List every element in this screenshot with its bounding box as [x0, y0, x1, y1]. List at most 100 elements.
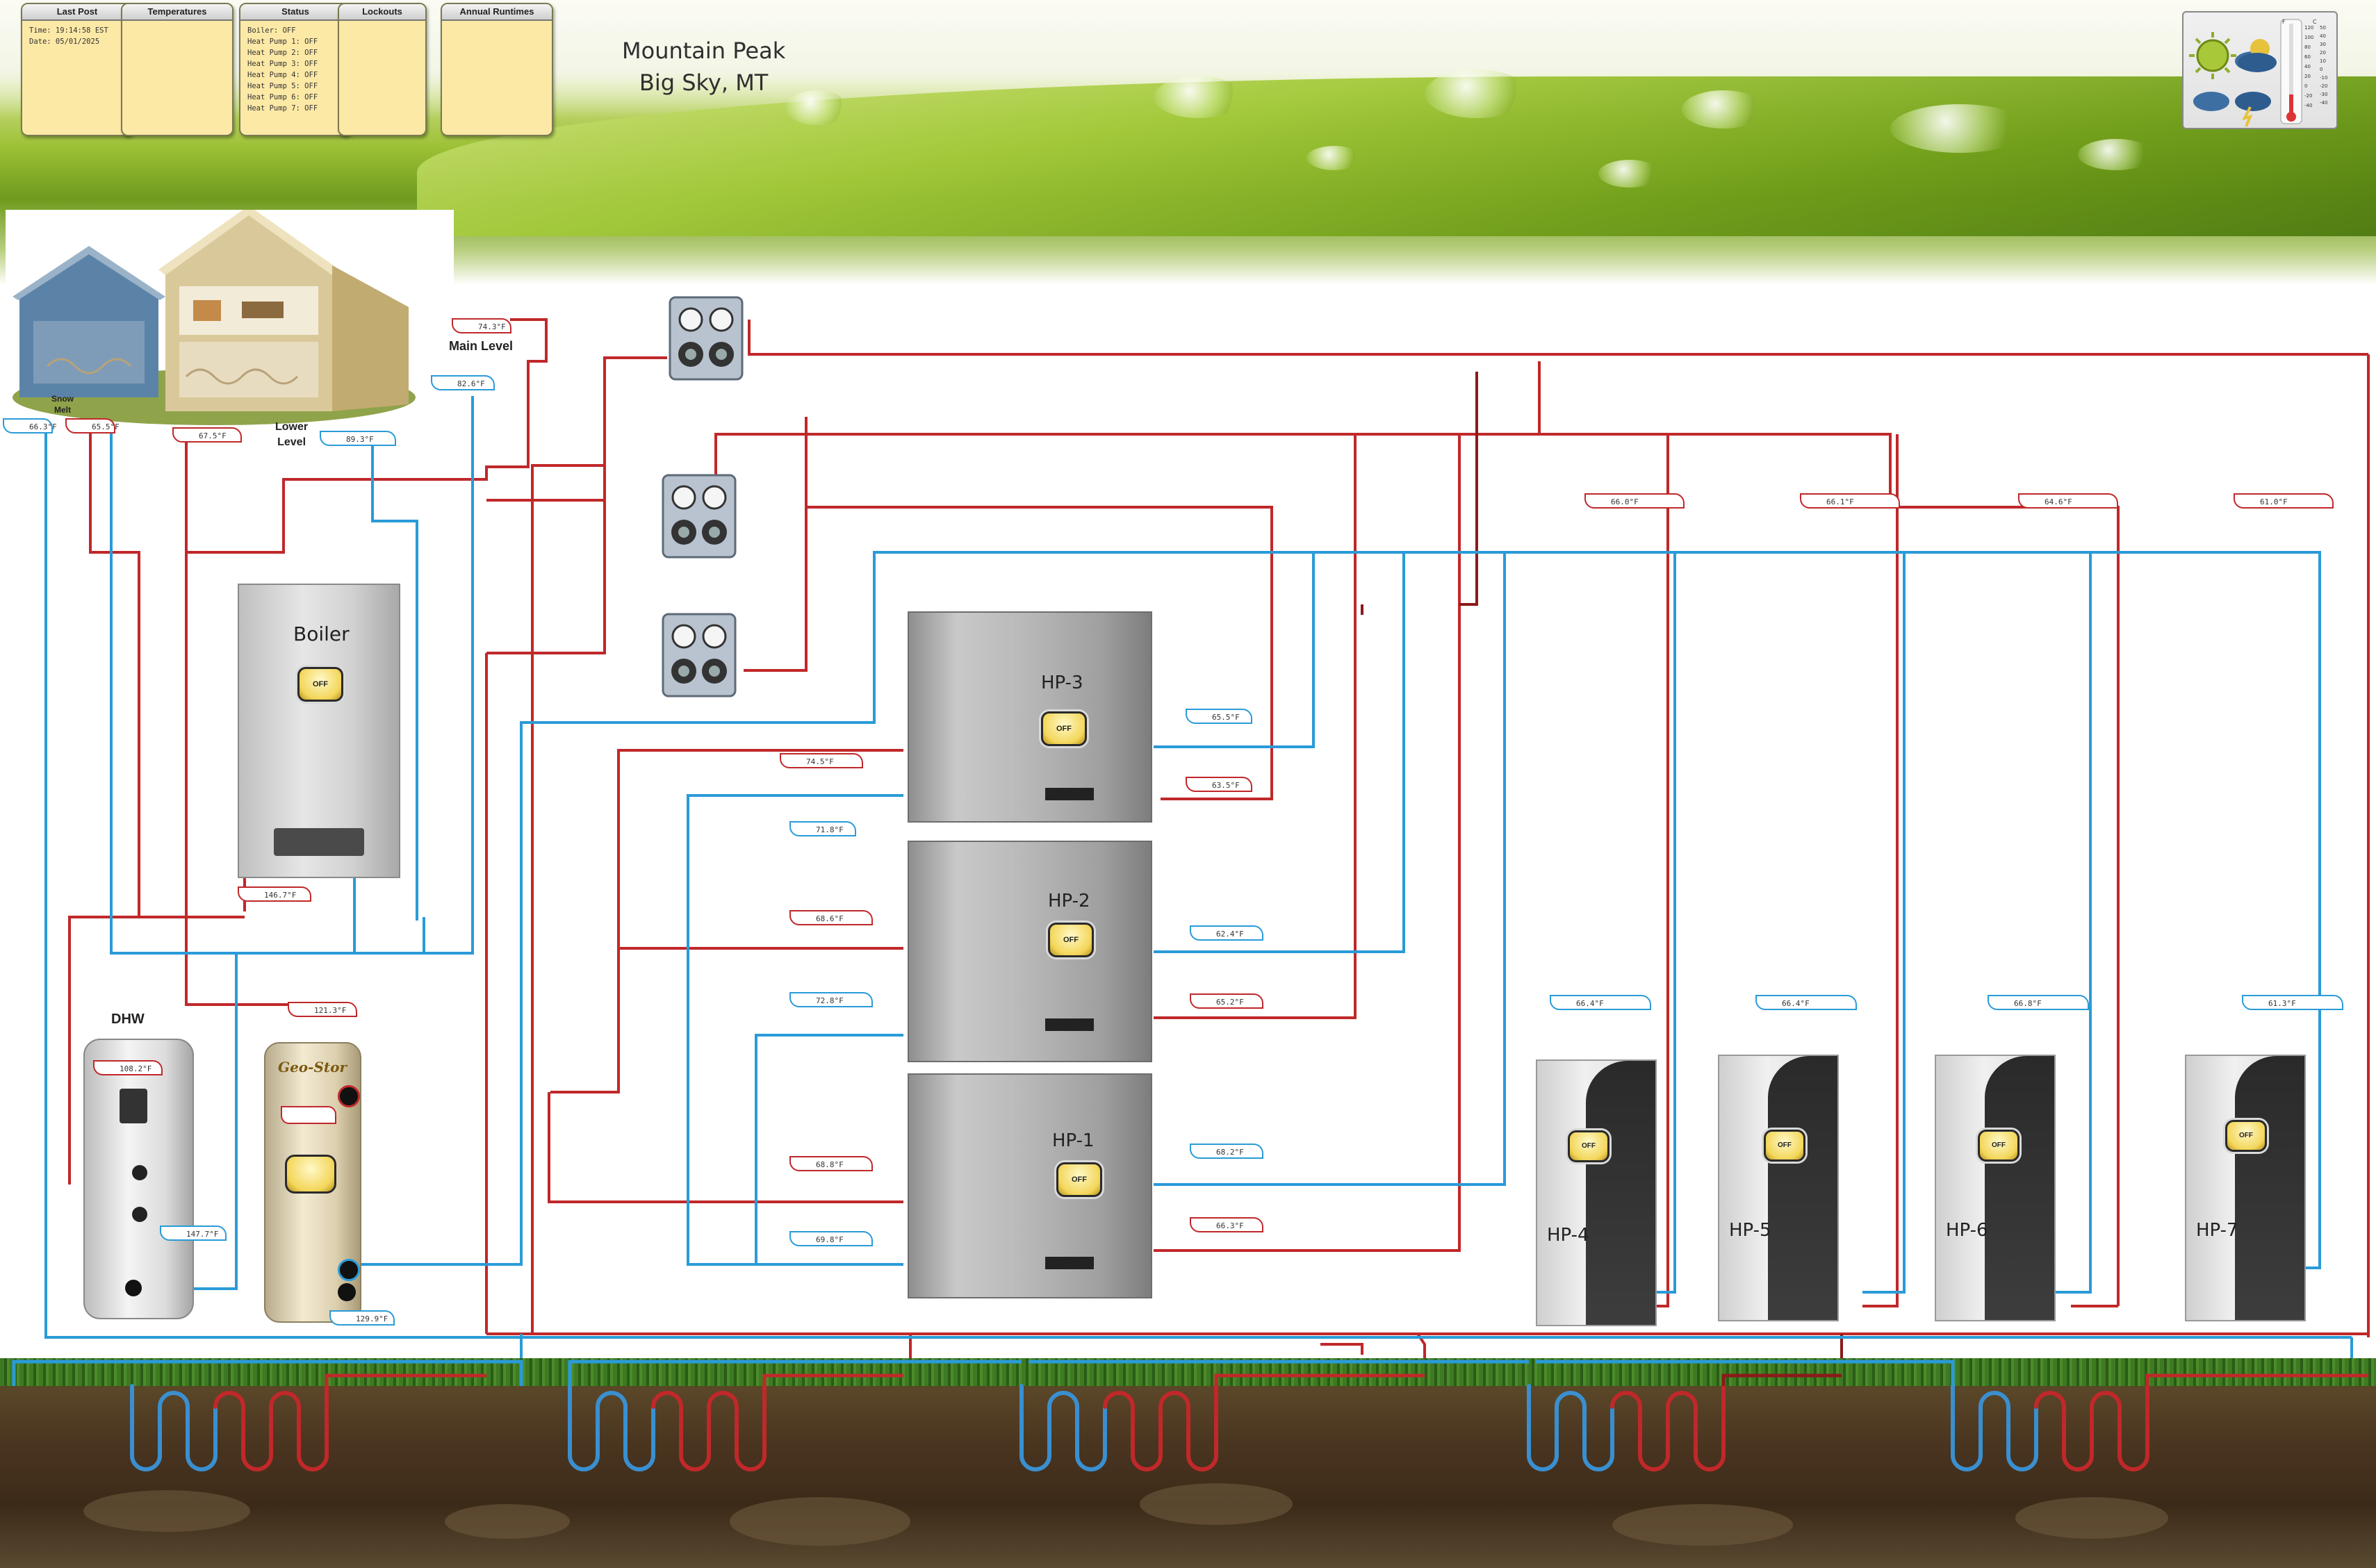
hp6-status-button[interactable]: OFF: [1978, 1130, 2019, 1162]
status-line: Heat Pump 2: OFF: [247, 49, 318, 57]
water-drop: [2078, 139, 2154, 170]
panel-title: Last Post: [22, 4, 132, 21]
panel-title: Lockouts: [339, 4, 425, 21]
temp-tag-hp3-source-out: 65.5°F: [1186, 709, 1252, 724]
site-location: Big Sky, MT: [639, 69, 769, 96]
thermometer-f-label: F: [2282, 19, 2286, 25]
hp4-label: HP-4: [1547, 1225, 1589, 1246]
hp5-panel: [1768, 1056, 1837, 1320]
hp4-status-button[interactable]: OFF: [1568, 1130, 1609, 1162]
hp1-label: HP-1: [1052, 1130, 1095, 1151]
supply-pipes: [68, 318, 2370, 1452]
soil-rock: [1140, 1483, 1293, 1525]
boiler-unit[interactable]: Boiler OFF: [238, 584, 400, 878]
temp-tag-hp6-return: 66.8°F: [1988, 995, 2089, 1010]
site-title: Mountain Peak Big Sky, MT: [622, 35, 785, 99]
water-drop: [1682, 90, 1765, 129]
house-icon[interactable]: [6, 206, 454, 432]
water-drop: [785, 90, 848, 125]
thermometer-tick: 50: [2320, 25, 2326, 31]
thermometer-tick: 40: [2320, 33, 2326, 39]
water-drop: [1154, 76, 1244, 118]
temp-tag-hp2-load-in: 68.6°F: [789, 910, 873, 925]
soil-rock: [1612, 1504, 1793, 1546]
site-name: Mountain Peak: [622, 38, 786, 64]
temp-tag-hp4-return: 66.4°F: [1550, 995, 1651, 1010]
water-drop: [1598, 160, 1661, 188]
temp-tag-hp1-load-in: 68.8°F: [789, 1156, 873, 1171]
hp2-label: HP-2: [1048, 891, 1090, 911]
temp-tag-hp7-supply: 61.0°F: [2234, 493, 2334, 509]
temp-tag-hp3-load-in: 74.5°F: [780, 753, 863, 768]
last-post-time: Time: 19:14:58 EST: [29, 26, 108, 35]
temp-tag-lower-supply: 67.5°F: [172, 427, 242, 443]
weather-widget[interactable]: F C 120 100 80 60 40 20 0 -20 -40 50 40 …: [2182, 11, 2338, 129]
temp-tag-load-72: 72.8°F: [789, 992, 873, 1007]
heat-pump-hp5[interactable]: OFF HP-5: [1718, 1055, 1839, 1321]
temp-tag-hp2-source-in: 65.2°F: [1190, 993, 1263, 1009]
thermometer-tick: -10: [2320, 75, 2327, 81]
status-line: Heat Pump 6: OFF: [247, 93, 318, 101]
thermometer-tick: 20: [2304, 74, 2311, 79]
hp3-status-button[interactable]: OFF: [1041, 711, 1087, 746]
panel-temperatures[interactable]: Temperatures: [121, 3, 233, 136]
status-line: Boiler: OFF: [247, 26, 296, 35]
panel-title: Annual Runtimes: [442, 4, 552, 21]
heat-pump-hp3[interactable]: HP-3 OFF: [908, 611, 1152, 823]
heat-pump-hp1[interactable]: HP-1 OFF: [908, 1073, 1152, 1298]
panel-lockouts[interactable]: Lockouts: [338, 3, 427, 136]
house-illustration-frame: [6, 206, 454, 432]
dhw-label: DHW: [111, 1012, 145, 1027]
temp-tag-hp1-load-out: 69.8°F: [789, 1231, 873, 1246]
geostor-label: Geo-Stor: [278, 1059, 347, 1075]
thermometer-tick: 40: [2304, 64, 2311, 69]
water-drop: [1890, 104, 2029, 153]
temp-tag-hp1-source-in: 66.3°F: [1190, 1217, 1263, 1232]
geostor-tank[interactable]: Geo-Stor: [264, 1042, 361, 1323]
thermometer-tick: 120: [2304, 25, 2313, 31]
status-line: Heat Pump 5: OFF: [247, 82, 318, 90]
status-line: Heat Pump 7: OFF: [247, 104, 318, 113]
temp-tag-boiler-out: 146.7°F: [238, 886, 311, 902]
geostor-port-hot: [338, 1085, 360, 1107]
pump-icon: [662, 613, 737, 698]
ground-loop-soil: [0, 1358, 2376, 1568]
lower-level-label: Lower Level: [275, 421, 309, 448]
hp6-label: HP-6: [1946, 1220, 1988, 1241]
geostor-port: [338, 1283, 356, 1301]
hp5-status-button[interactable]: OFF: [1764, 1130, 1805, 1162]
geostor-status-button[interactable]: [285, 1155, 336, 1194]
hp7-status-button[interactable]: OFF: [2225, 1120, 2267, 1152]
hp7-panel: [2235, 1056, 2304, 1320]
heat-pump-hp6[interactable]: OFF HP-6: [1935, 1055, 2056, 1321]
thermometer-tick: -40: [2304, 103, 2312, 108]
temp-tag-main-return: 82.6°F: [431, 375, 495, 390]
soil-rock: [83, 1490, 250, 1532]
panel-title: Status: [240, 4, 350, 21]
weather-forecast-icon: F C 120 100 80 60 40 20 0 -20 -40 50 40 …: [2189, 19, 2327, 127]
heat-pump-hp2[interactable]: HP-2 OFF: [908, 841, 1152, 1062]
hp3-vent: [1045, 788, 1094, 800]
heat-pump-hp4[interactable]: OFF HP-4: [1536, 1059, 1657, 1326]
temp-tag-dhw-top: 108.2°F: [93, 1060, 163, 1075]
circulator-pump-2[interactable]: [657, 470, 741, 563]
circulator-pump-3[interactable]: [657, 609, 741, 702]
heat-pump-hp7[interactable]: OFF HP-7: [2185, 1055, 2306, 1321]
hp2-status-button[interactable]: OFF: [1048, 923, 1094, 957]
temp-tag-hp4-supply: 66.0°F: [1584, 493, 1685, 509]
boiler-status-button[interactable]: OFF: [297, 667, 343, 702]
hp1-status-button[interactable]: OFF: [1056, 1162, 1102, 1197]
temp-tag-hp5-return: 66.4°F: [1755, 995, 1857, 1010]
geostor-port-cold: [338, 1259, 360, 1281]
panel-title: Temperatures: [122, 4, 232, 21]
panel-annual-runtimes[interactable]: Annual Runtimes: [441, 3, 553, 136]
dhw-tank[interactable]: [83, 1039, 194, 1319]
thermometer-tick: -40: [2320, 100, 2327, 106]
circulator-pump-1[interactable]: [664, 292, 748, 386]
hp1-vent: [1045, 1257, 1094, 1269]
